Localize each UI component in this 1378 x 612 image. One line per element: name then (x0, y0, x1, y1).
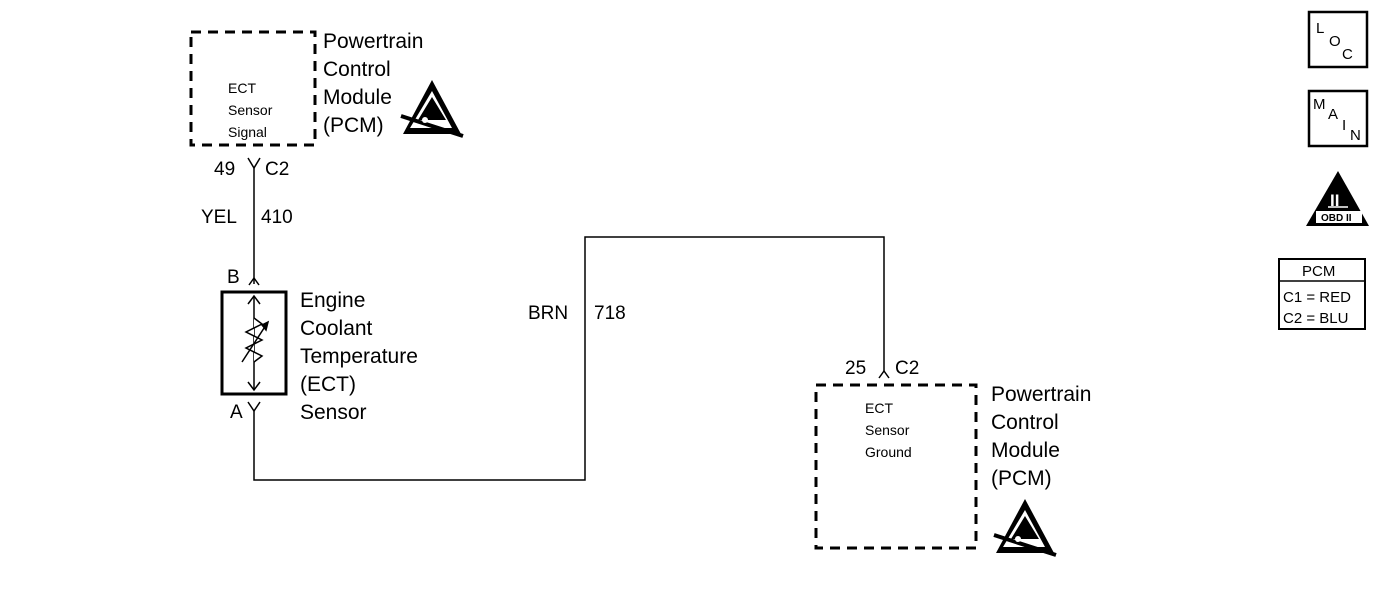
main-n: N (1350, 127, 1361, 144)
main-m: M (1313, 96, 1326, 113)
sensor-name-line-4: (ECT) (300, 373, 356, 396)
pcm-bottom-circuit-line-1: ECT (865, 400, 893, 416)
connector-cap-icon (878, 369, 890, 379)
pcm-bottom-circuit-line-2: Sensor (865, 422, 910, 438)
pcm-top-circuit-line-1: ECT (228, 80, 256, 96)
signal-wire-color: YEL (201, 207, 237, 228)
pcm-connector-key: PCM C1 = RED C2 = BLU (1278, 258, 1366, 330)
main-icon[interactable]: M A I N (1307, 89, 1369, 148)
pcm-bottom-circuit-line-3: Ground (865, 444, 912, 460)
main-i: I (1342, 117, 1346, 134)
terminal-b-icon (248, 276, 260, 286)
pcm-bottom-pin: 25 (845, 358, 866, 379)
pcm-bottom-name-line-4: (PCM) (991, 467, 1052, 490)
pcm-top-circuit-line-2: Sensor (228, 102, 273, 118)
connector-y-icon (247, 157, 261, 170)
thermistor-icon (241, 294, 270, 392)
obd-ii-icon[interactable]: II OBD II (1306, 171, 1369, 226)
pcm-bottom-connector: C2 (895, 358, 919, 379)
obd-text: OBD II (1321, 213, 1352, 224)
pcm-top-name-line-4: (PCM) (323, 114, 384, 137)
loc-o: O (1329, 33, 1341, 50)
pcm-top-name-line-2: Control (323, 58, 391, 81)
loc-icon[interactable]: L O C (1307, 10, 1369, 69)
terminal-a-icon (247, 401, 261, 413)
sensor-terminal-a: A (230, 402, 243, 423)
pcm-top-name-line-1: Powertrain (323, 30, 423, 53)
sensor-name-line-3: Temperature (300, 345, 418, 368)
sensor-name-line-5: Sensor (300, 401, 367, 424)
sensor-name-line-2: Coolant (300, 317, 373, 340)
esd-warning-icon (400, 80, 464, 138)
pcm-bottom-box (814, 383, 978, 550)
ground-wire (253, 236, 885, 481)
pcm-key-row-2: C2 = BLU (1283, 310, 1348, 327)
pcm-top-circuit-line-3: Signal (228, 124, 267, 140)
esd-warning-icon (993, 499, 1057, 557)
ground-wire-color: BRN (528, 303, 568, 324)
pcm-top-name-line-3: Module (323, 86, 392, 109)
loc-l: L (1316, 20, 1324, 37)
ground-wire-number: 718 (594, 303, 626, 324)
pcm-bottom-name-line-3: Module (991, 439, 1060, 462)
pcm-key-row-1: C1 = RED (1283, 289, 1351, 306)
sensor-terminal-b: B (227, 267, 240, 288)
pcm-top-box (189, 30, 317, 147)
obd-numeral: II (1330, 191, 1339, 210)
main-a: A (1328, 106, 1338, 123)
pcm-bottom-name-line-1: Powertrain (991, 383, 1091, 406)
sensor-name-line-1: Engine (300, 289, 365, 312)
ect-sensor-box (220, 290, 288, 396)
pcm-key-title: PCM (1302, 263, 1335, 280)
pcm-top-pin: 49 (214, 159, 235, 180)
pcm-bottom-name-line-2: Control (991, 411, 1059, 434)
loc-c: C (1342, 46, 1353, 63)
signal-wire-number: 410 (261, 207, 293, 228)
pcm-top-connector: C2 (265, 159, 289, 180)
